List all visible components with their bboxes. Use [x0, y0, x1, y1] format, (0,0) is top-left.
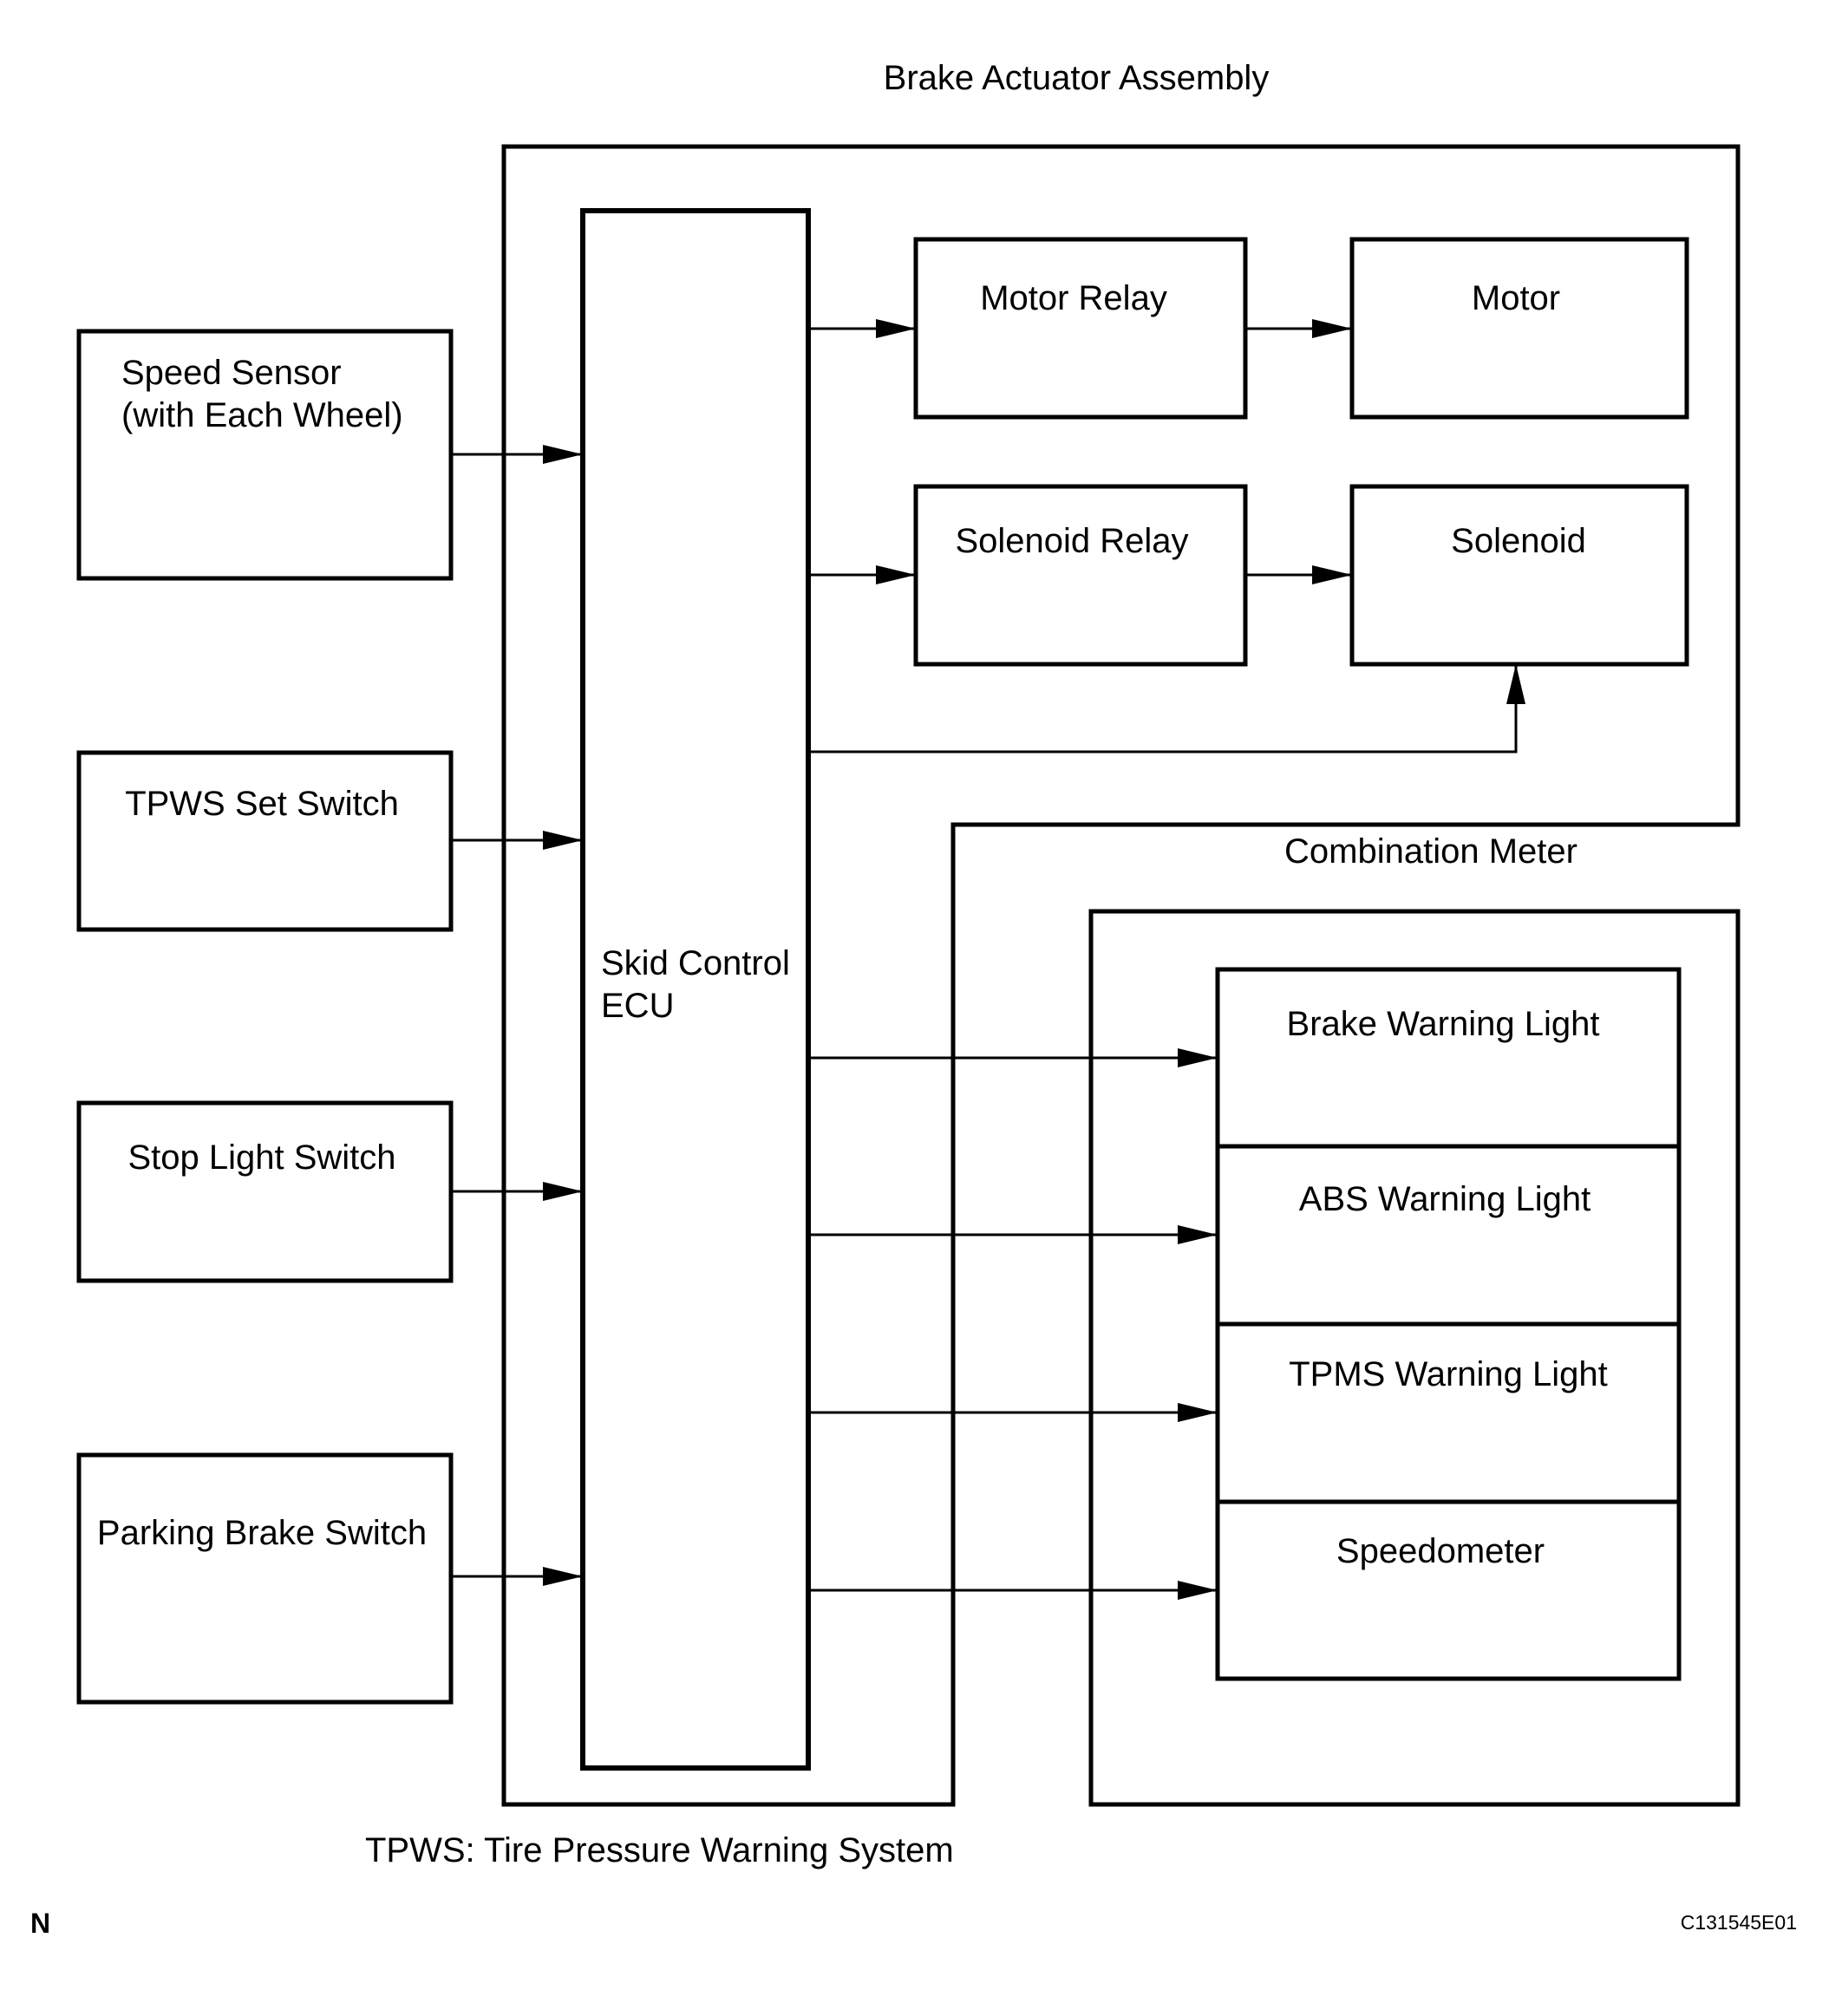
solenoid-block: Solenoid [1349, 484, 1689, 667]
brake-actuator-assembly-outline [501, 144, 1741, 1807]
motor-block: Motor [1349, 237, 1689, 420]
skid-control-ecu-block: Skid Control ECU [580, 208, 811, 1771]
tpws-set-switch-label: TPWS Set Switch [125, 785, 399, 823]
brake-warning-light-block: Brake Warning Light [1215, 967, 1682, 1149]
abs-warning-light-block: ABS Warning Light [1215, 1144, 1682, 1327]
parking-brake-switch-label: Parking Brake Switch [97, 1514, 427, 1552]
speed-sensor-label-line1: Speed Sensor [121, 354, 342, 392]
abs-warning-light-label: ABS Warning Light [1299, 1180, 1591, 1218]
arrow-ecu-to-solenoid [808, 664, 1525, 754]
speedometer-block: Speedometer [1215, 1499, 1682, 1681]
tpms-warning-light-block: TPMS Warning Light [1215, 1321, 1682, 1504]
solenoid-label: Solenoid [1451, 522, 1586, 560]
motor-relay-block: Motor Relay [913, 237, 1248, 420]
motor-label: Motor [1472, 279, 1560, 317]
stop-light-switch-block: Stop Light Switch [76, 1100, 454, 1283]
figure-code: C131545E01 [1681, 1911, 1797, 1934]
footnote: TPWS: Tire Pressure Warning System [365, 1831, 954, 1869]
tpms-warning-light-label: TPMS Warning Light [1289, 1355, 1608, 1393]
speedometer-label: Speedometer [1336, 1532, 1545, 1570]
solenoid-relay-label: Solenoid Relay [955, 522, 1188, 560]
stop-light-switch-label: Stop Light Switch [127, 1138, 395, 1177]
combination-meter-title: Combination Meter [1284, 832, 1577, 871]
ecu-label-line1: Skid Control [601, 944, 790, 982]
ecu-label-line2: ECU [601, 987, 674, 1025]
brake-actuator-assembly-title: Brake Actuator Assembly [884, 59, 1270, 97]
combination-meter-outline [1088, 909, 1741, 1807]
corner-mark: N [30, 1908, 50, 1939]
parking-brake-switch-block: Parking Brake Switch [76, 1452, 454, 1705]
motor-relay-label: Motor Relay [980, 279, 1167, 317]
speed-sensor-block: Speed Sensor (with Each Wheel) [76, 329, 454, 581]
brake-warning-light-label: Brake Warning Light [1287, 1005, 1600, 1043]
speed-sensor-label-line2: (with Each Wheel) [121, 396, 403, 434]
tpws-set-switch-block: TPWS Set Switch [76, 750, 454, 932]
solenoid-relay-block: Solenoid Relay [913, 484, 1248, 667]
